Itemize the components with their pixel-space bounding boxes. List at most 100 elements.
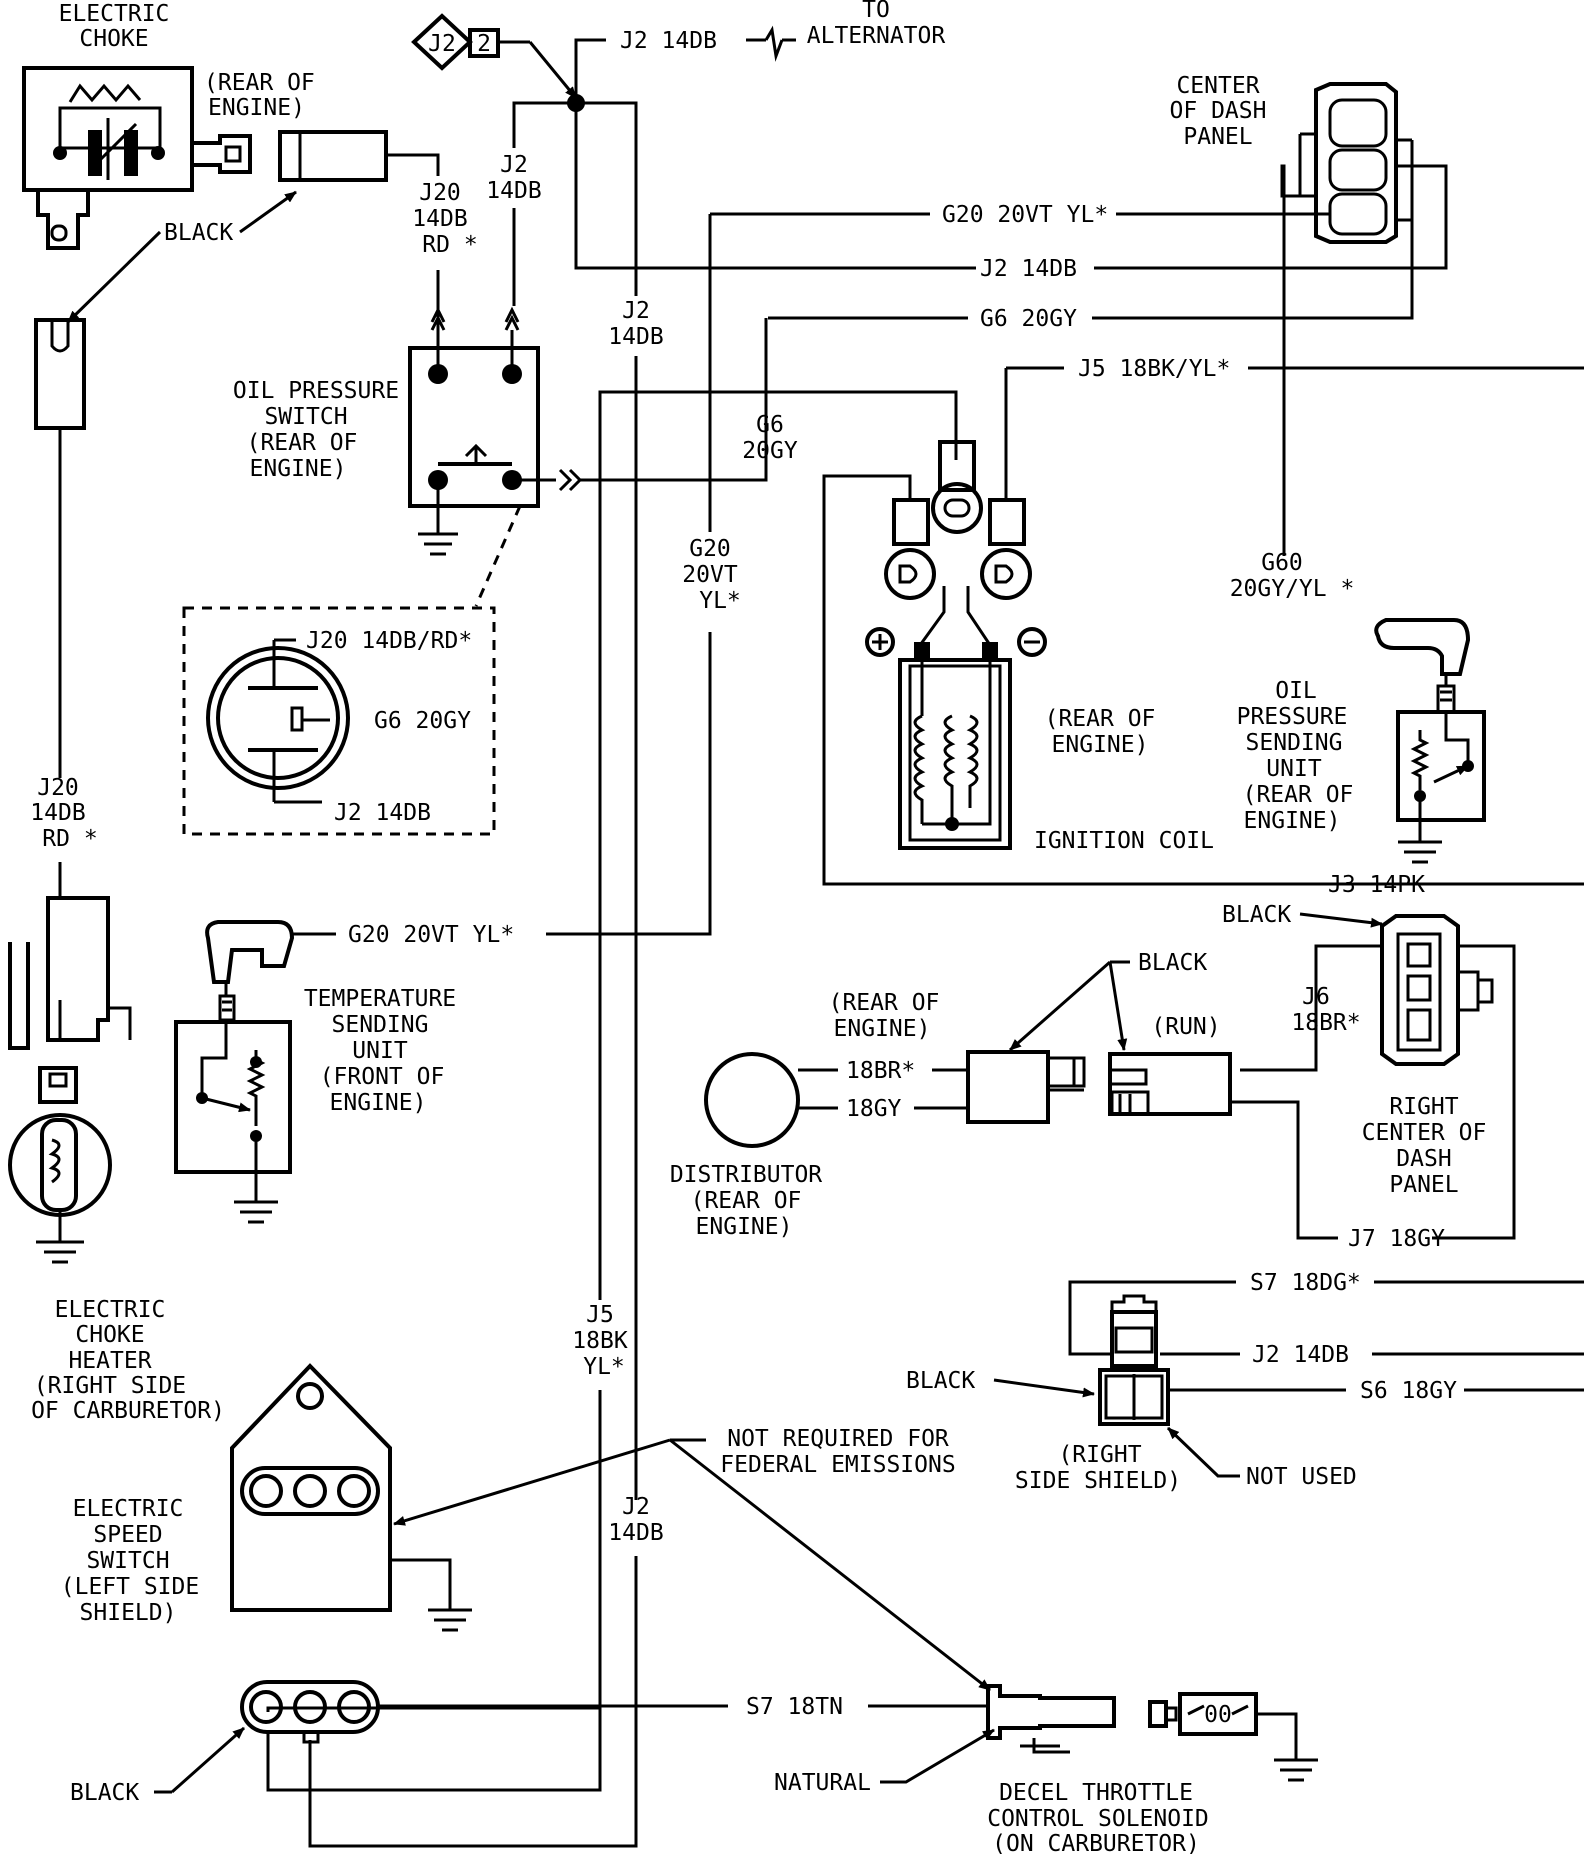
right-shield-label: (RIGHT [1058,1442,1141,1468]
solenoid-symbol-label: 00 [1204,1702,1232,1728]
black-label-shield: BLACK [906,1368,975,1394]
electric-choke-label: CHOKE [79,26,148,52]
oil-switch-label: SWITCH [264,404,347,430]
to-alternator-label: TO [862,0,890,23]
not-required-label: FEDERAL EMISSIONS [720,1452,955,1478]
speed-switch-label: SPEED [93,1522,162,1548]
j2-wire-label: 14DB [486,178,541,204]
oil-sending-label: (REAR OF [1243,782,1354,808]
temp-sending-label: ENGINE) [330,1090,427,1116]
decel-solenoid-label: (ON CARBURETOR) [992,1831,1200,1854]
choke-heater-label: ELECTRIC [55,1297,166,1323]
j20-wire-label: RD * [422,232,477,258]
coil-location-label: (REAR OF [1045,706,1156,732]
j2-wire-label: J2 [500,152,528,178]
oil-pressure-sending-unit [1374,618,1486,864]
run-label: (RUN) [1151,1014,1220,1040]
j3-label: J3 14PK [1328,872,1425,898]
inset-j2-label: J2 14DB [334,800,431,826]
choke-heater-label: OF CARBURETOR) [31,1398,225,1424]
j2-badge-pin: 2 [477,31,491,57]
j7-label: J7 18GY [1348,1226,1445,1252]
oil-switch-label: (REAR OF [247,430,358,456]
temp-sending-label: (FRONT OF [320,1064,445,1090]
electric-speed-switch [230,1363,472,1632]
decel-solenoid-label: DECEL THROTTLE [999,1780,1193,1806]
speed-switch-label: SHIELD) [80,1600,177,1626]
oil-sending-label: UNIT [1266,756,1322,782]
s6-label: S6 18GY [1360,1378,1457,1404]
g20-mid-label: G20 20VT YL* [348,922,514,948]
inset-j20-label: J20 14DB/RD* [306,628,472,654]
oil-switch-label: ENGINE) [250,456,347,482]
s7-tn-label: S7 18TN [746,1694,843,1720]
choke-location-label: ENGINE) [208,95,305,121]
center-dash-label: OF DASH [1170,98,1267,124]
oil-sending-label: SENDING [1246,730,1343,756]
center-dash-label: PANEL [1183,124,1252,150]
electric-choke-label: ELECTRIC [59,1,170,27]
j20-wire-label-left: 14DB [30,800,85,826]
g20-top-label: G20 20VT YL* [942,202,1108,228]
center-dash-connector [1298,82,1414,244]
w18gy-label: 18GY [846,1096,902,1122]
ignition-coil-label: IGNITION COIL [1034,828,1214,854]
natural-label: NATURAL [774,1770,871,1796]
speed-switch-label: SWITCH [86,1548,169,1574]
g6-top-label: G6 20GY [980,306,1077,332]
g6-wire-label: 20GY [742,438,798,464]
right-center-label: DASH [1396,1146,1451,1172]
right-center-label: RIGHT [1389,1094,1458,1120]
oil-sending-label: ENGINE) [1244,808,1341,834]
j2-wire-label-2: 14DB [608,324,663,350]
speed-switch-label: ELECTRIC [73,1496,184,1522]
j20-wire-label: 14DB [412,206,467,232]
to-alternator-label: ALTERNATOR [807,23,946,49]
g20-wire-label: YL* [699,588,741,614]
j5-wire-label: J5 [586,1302,614,1328]
choke-heater-label: CHOKE [75,1322,144,1348]
j20-wire-label-left: RD * [42,826,97,852]
j2-connector-badge [411,13,578,99]
dist-location-label: (REAR OF [829,990,940,1016]
right-center-dash-connector [1314,914,1516,1240]
j6-label: 18BR* [1291,1010,1360,1036]
black-label-dist: BLACK [1138,950,1207,976]
j2-mid-label: J2 14DB [980,256,1077,282]
not-required-label: NOT REQUIRED FOR [727,1426,949,1452]
w18br-label: 18BR* [846,1058,915,1084]
j2-shield-label: J2 14DB [1252,1342,1349,1368]
black-label-speed: BLACK [70,1780,139,1806]
j20-wire-label-left: J20 [37,775,79,801]
ignition-coil [822,368,1584,886]
g6-wire-label: G6 [756,412,784,438]
black-choke-arrow-right [239,190,297,234]
not-used-label: NOT USED [1246,1464,1357,1490]
j2-wire-label-2: J2 [622,298,650,324]
j5-wire-label: YL* [583,1354,625,1380]
decel-throttle-solenoid [986,1684,1318,1782]
temp-sending-label: TEMPERATURE [304,986,456,1012]
black-label-choke: BLACK [164,220,233,246]
j20-wire-label: J20 [419,180,461,206]
black-choke-arrow-left [66,230,162,324]
speed-switch-label: (LEFT SIDE [61,1574,199,1600]
temperature-sending-unit [174,920,336,1224]
j6-label: J6 [1302,984,1330,1010]
temp-sending-label: SENDING [332,1012,429,1038]
s7-dg-label: S7 18DG* [1250,1270,1361,1296]
j2-wire-label-3: J2 [622,1494,650,1520]
g60-label: 20GY/YL * [1230,576,1355,602]
j2-badge-label: J2 [428,31,456,57]
temp-sending-label: UNIT [352,1038,408,1064]
g60-label: G60 [1261,550,1303,576]
choke-heater [8,896,132,1264]
distributor-label: ENGINE) [696,1214,793,1240]
distributor-label: DISTRIBUTOR [670,1162,822,1188]
choke-connector [34,318,86,778]
choke-heater-label: HEATER [68,1348,151,1374]
oil-sending-label: PRESSURE [1237,704,1348,730]
oil-switch-detail [182,606,496,836]
g20-wire-label: G20 [689,536,731,562]
coil-location-label: ENGINE) [1052,732,1149,758]
